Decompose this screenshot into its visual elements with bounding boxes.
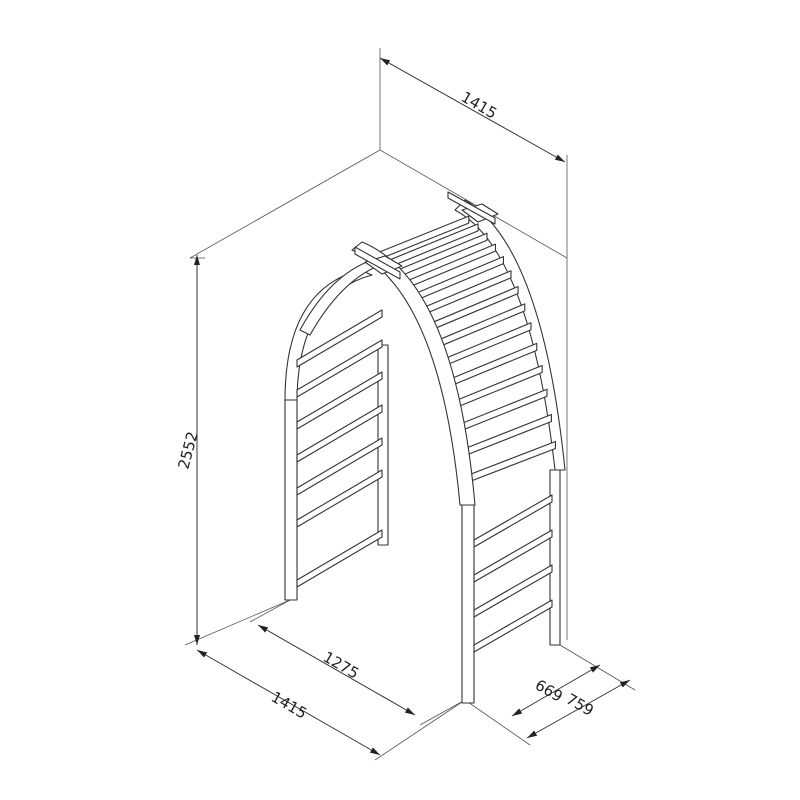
dim-outer-width-label: 1415: [268, 688, 310, 723]
left-slats: [296, 309, 383, 588]
right-slats: [368, 215, 556, 653]
dim-depth-top-line: [379, 57, 566, 163]
dim-height-label: 2552: [174, 429, 201, 471]
left-slat: [296, 339, 383, 398]
right-slat: [431, 303, 526, 350]
right-slat: [444, 342, 538, 389]
right-slat: [438, 322, 532, 369]
dim-outer-width-line: [196, 649, 381, 756]
left-slat: [296, 371, 383, 430]
front-right-arch: [351, 241, 476, 506]
top-beam-front: [354, 246, 401, 280]
left-slat: [296, 469, 383, 528]
dimension-lines: [194, 57, 631, 756]
dim-depth-top-label: 1415: [458, 88, 500, 123]
left-slat: [296, 404, 383, 463]
arch-structure: [284, 191, 566, 704]
dim-inner-width-label: 1275: [320, 648, 362, 683]
left-slat: [296, 529, 383, 588]
left-front-post: [284, 399, 298, 601]
dim-outer-depth-line: [526, 679, 631, 739]
right-back-post: [549, 469, 561, 646]
top-beam-back: [447, 191, 496, 225]
left-slat: [296, 309, 383, 368]
right-front-post: [461, 504, 475, 704]
left-slat: [296, 437, 383, 496]
extension-lines: [184, 48, 636, 761]
